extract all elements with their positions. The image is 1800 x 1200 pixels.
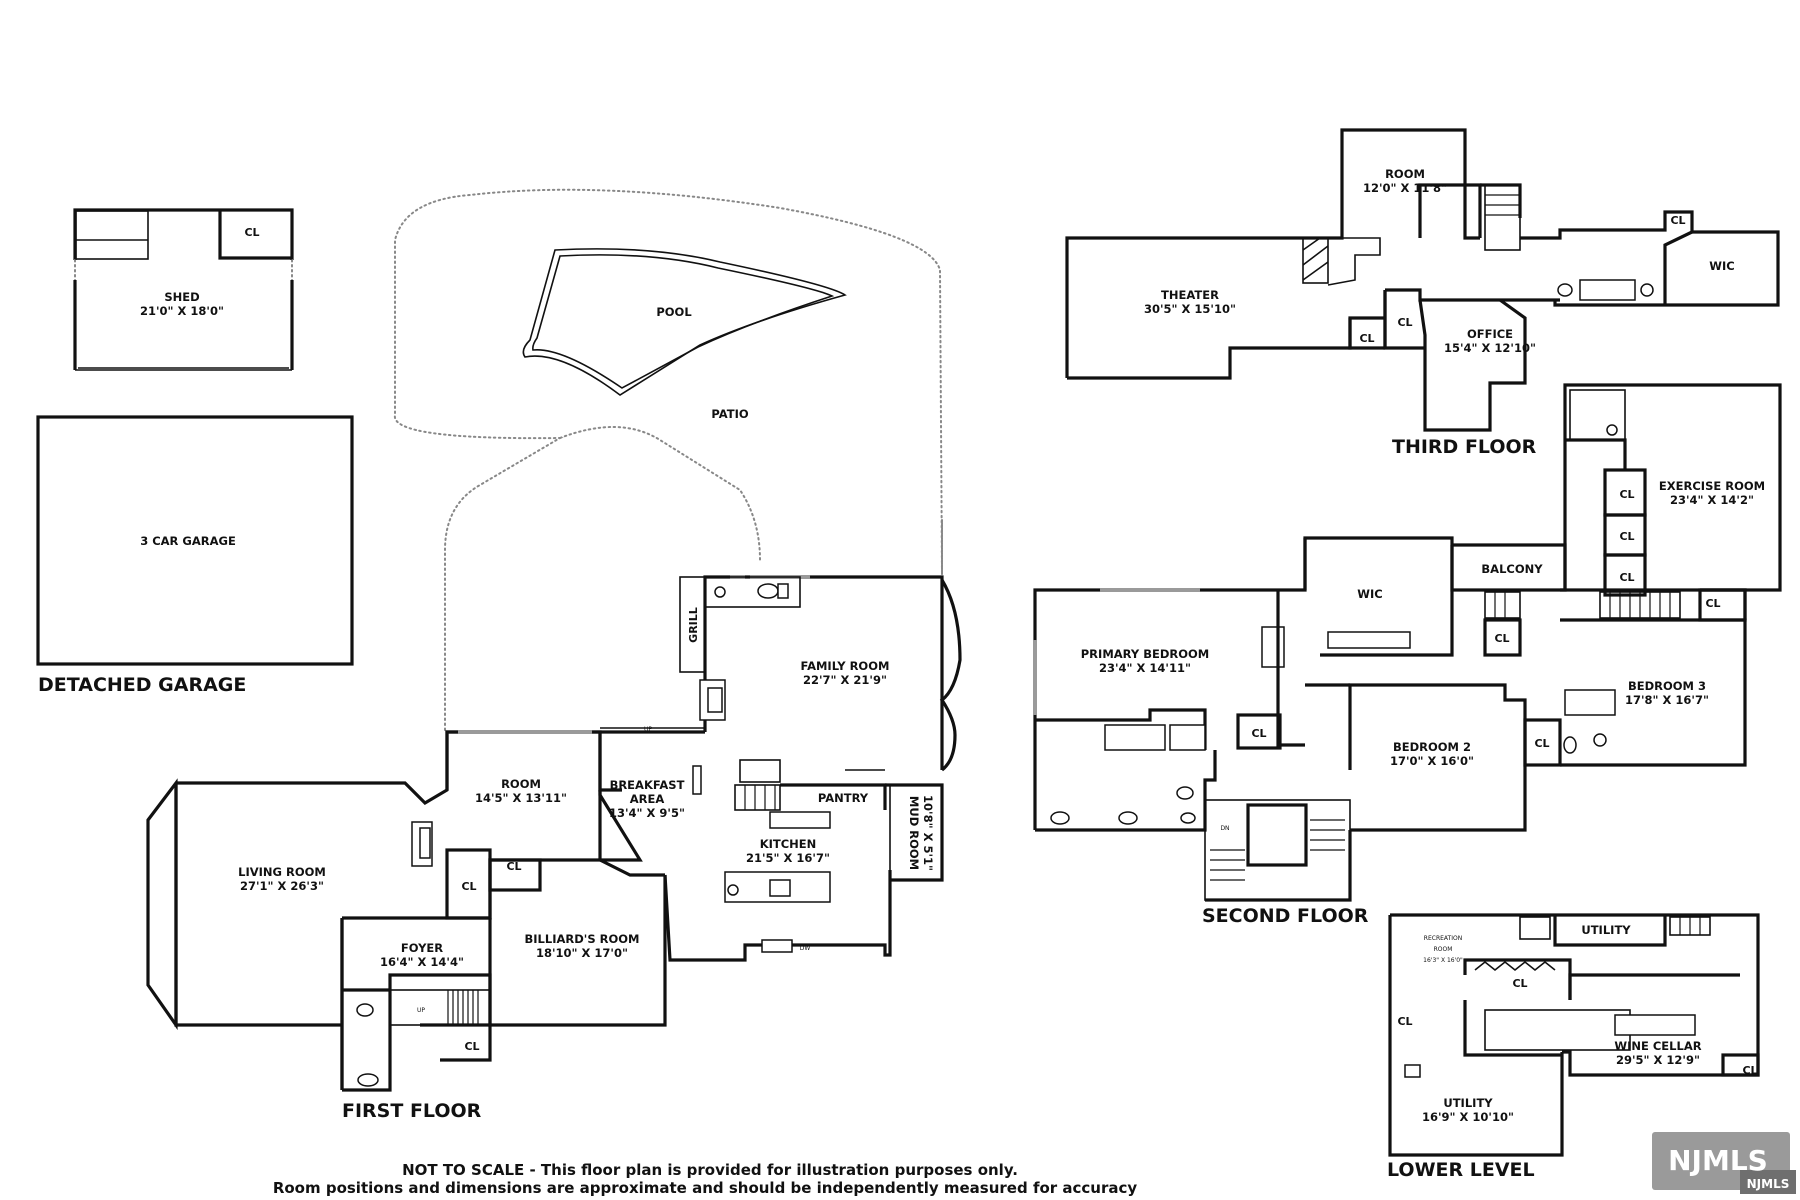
- exercise-closet-2: CL: [1619, 530, 1634, 543]
- mud-room-label: MUD ROOM: [907, 796, 921, 870]
- theater-closet-label: CL: [1359, 332, 1374, 345]
- first-floor-title: FIRST FLOOR: [342, 1100, 482, 1122]
- foyer-dims: 16'4" X 14'4": [380, 955, 464, 969]
- third-wic-name: WIC: [1709, 259, 1734, 273]
- detached-garage-title: DETACHED GARAGE: [38, 674, 246, 696]
- billiard-closet-label: CL: [506, 860, 521, 873]
- primary-dims: 23'4" X 14'11": [1099, 661, 1191, 675]
- primary-closet-label: CL: [1251, 727, 1266, 740]
- second-stairs-down: DN: [1220, 825, 1229, 832]
- family-room-name: FAMILY ROOM: [801, 659, 890, 673]
- exercise-dims: 23'4" X 14'2": [1670, 493, 1754, 507]
- three-car-garage: 3 CAR GARAGE DETACHED GARAGE: [36, 415, 354, 696]
- logo-text-small: NJMLS: [1747, 1177, 1790, 1191]
- balcony-name: BALCONY: [1481, 562, 1543, 576]
- office-dims: 15'4" X 12'10": [1444, 341, 1536, 355]
- bed2-dims: 17'0" X 16'0": [1390, 754, 1474, 768]
- foyer-closet-label: CL: [464, 1040, 479, 1053]
- foyer-name: FOYER: [401, 941, 443, 955]
- wine-closet-label: CL: [1742, 1064, 1757, 1077]
- garage-name: 3 CAR GARAGE: [140, 534, 236, 548]
- second-wic-name: WIC: [1357, 587, 1382, 601]
- grill-label: GRILL: [687, 607, 700, 643]
- breakfast-up: UP: [644, 726, 652, 733]
- breakfast-name-1: BREAKFAST: [610, 778, 685, 792]
- third-floor-title: THIRD FLOOR: [1392, 436, 1537, 458]
- shed-closet-label: CL: [244, 226, 259, 239]
- second-floor-stairs: [1204, 799, 1351, 901]
- kitchen-name: KITCHEN: [760, 837, 817, 851]
- logo-text-big: NJMLS: [1668, 1144, 1768, 1177]
- shed-name: SHED: [164, 290, 199, 304]
- exercise-closet-3: CL: [1619, 571, 1634, 584]
- theater-dims: 30'5" X 15'10": [1144, 302, 1236, 316]
- bed2-closet-b: CL: [1534, 737, 1549, 750]
- disclaimer-line-1: NOT TO SCALE - This floor plan is provid…: [402, 1161, 1018, 1179]
- billiard-dims: 18'10" X 17'0": [536, 946, 628, 960]
- family-room-dims: 22'7" X 21'9": [803, 673, 887, 687]
- room1-name: ROOM: [501, 777, 541, 791]
- office-closet-label: CL: [1397, 316, 1412, 329]
- foyer-stairs: [389, 989, 491, 1026]
- billiard-name: BILLIARD'S ROOM: [525, 932, 640, 946]
- room1-dims: 14'5" X 13'11": [475, 791, 567, 805]
- third-wic-closet-label: CL: [1670, 214, 1685, 227]
- rec-name-1: RECREATION: [1424, 935, 1462, 942]
- pool-label: POOL: [656, 305, 692, 319]
- shed: CL SHED 21'0" X 18'0": [73, 208, 294, 371]
- room3-name: ROOM: [1385, 167, 1425, 181]
- rec-name-2: ROOM: [1434, 946, 1453, 953]
- wine-name: WINE CELLAR: [1614, 1039, 1701, 1053]
- disclaimer-line-2: Room positions and dimensions are approx…: [273, 1179, 1138, 1197]
- shed-dims: 21'0" X 18'0": [140, 304, 224, 318]
- rec-dims: 16'3" X 16'0": [1423, 957, 1463, 964]
- living-closet-label: CL: [461, 880, 476, 893]
- theater-name: THEATER: [1161, 288, 1219, 302]
- patio-label: PATIO: [711, 407, 749, 421]
- bed2-closet-a: CL: [1494, 632, 1509, 645]
- office-name: OFFICE: [1467, 327, 1513, 341]
- exercise-name: EXERCISE ROOM: [1659, 479, 1765, 493]
- lower-utility-top: UTILITY: [1581, 923, 1631, 937]
- rec-closet-label: CL: [1512, 977, 1527, 990]
- balcony-stairs: [1484, 591, 1521, 619]
- lower-stairs: [1669, 916, 1711, 936]
- lower-level: UTILITY CL CL CL RECREATION ROOM 16'3" X…: [1387, 913, 1760, 1181]
- pantry-label: PANTRY: [818, 791, 869, 805]
- breakfast-dims: 13'4" X 9'5": [609, 806, 685, 820]
- wine-dims: 29'5" X 12'9": [1616, 1053, 1700, 1067]
- kitchen-dims: 21'5" X 16'7": [746, 851, 830, 865]
- exercise-stairs: [1599, 591, 1681, 619]
- patio-pool: POOL PATIO: [393, 188, 943, 731]
- primary-name: PRIMARY BEDROOM: [1081, 647, 1209, 661]
- dishwasher-label: DW: [800, 945, 811, 952]
- foyer-stairs-up: UP: [417, 1007, 425, 1014]
- exercise-closet-1: CL: [1619, 488, 1634, 501]
- mud-room-dims: 10'8" X 5'1": [921, 795, 935, 871]
- second-floor: CL CL CL EXERCISE ROOM 23'4" X 14'2" BAL…: [1033, 383, 1782, 927]
- bed2-name: BEDROOM 2: [1393, 740, 1471, 754]
- lower-closet-left: CL: [1397, 1015, 1412, 1028]
- bed3-dims: 17'8" X 16'7": [1625, 693, 1709, 707]
- living-room-name: LIVING ROOM: [238, 865, 326, 879]
- bed3-name: BEDROOM 3: [1628, 679, 1706, 693]
- living-room-dims: 27'1" X 26'3": [240, 879, 324, 893]
- kitchen-stairs: [734, 784, 781, 811]
- lower-utility-name: UTILITY: [1443, 1096, 1493, 1110]
- second-floor-title: SECOND FLOOR: [1202, 905, 1369, 927]
- njmls-logo: NJMLS NJMLS: [1652, 1132, 1796, 1194]
- first-floor: UP CL CL CL UP GRILL: [146, 575, 962, 1122]
- third-floor-stairs: [1484, 184, 1521, 251]
- third-floor: CL WIC CL CL THEATER 30'5" X 15'10" ROOM…: [1065, 128, 1780, 458]
- lower-utility-dims: 16'9" X 10'10": [1422, 1110, 1514, 1124]
- room3-dims: 12'0" X 11'8": [1363, 181, 1447, 195]
- lower-level-title: LOWER LEVEL: [1387, 1159, 1535, 1181]
- breakfast-name-2: AREA: [630, 792, 665, 806]
- bed3-closet-label: CL: [1705, 597, 1720, 610]
